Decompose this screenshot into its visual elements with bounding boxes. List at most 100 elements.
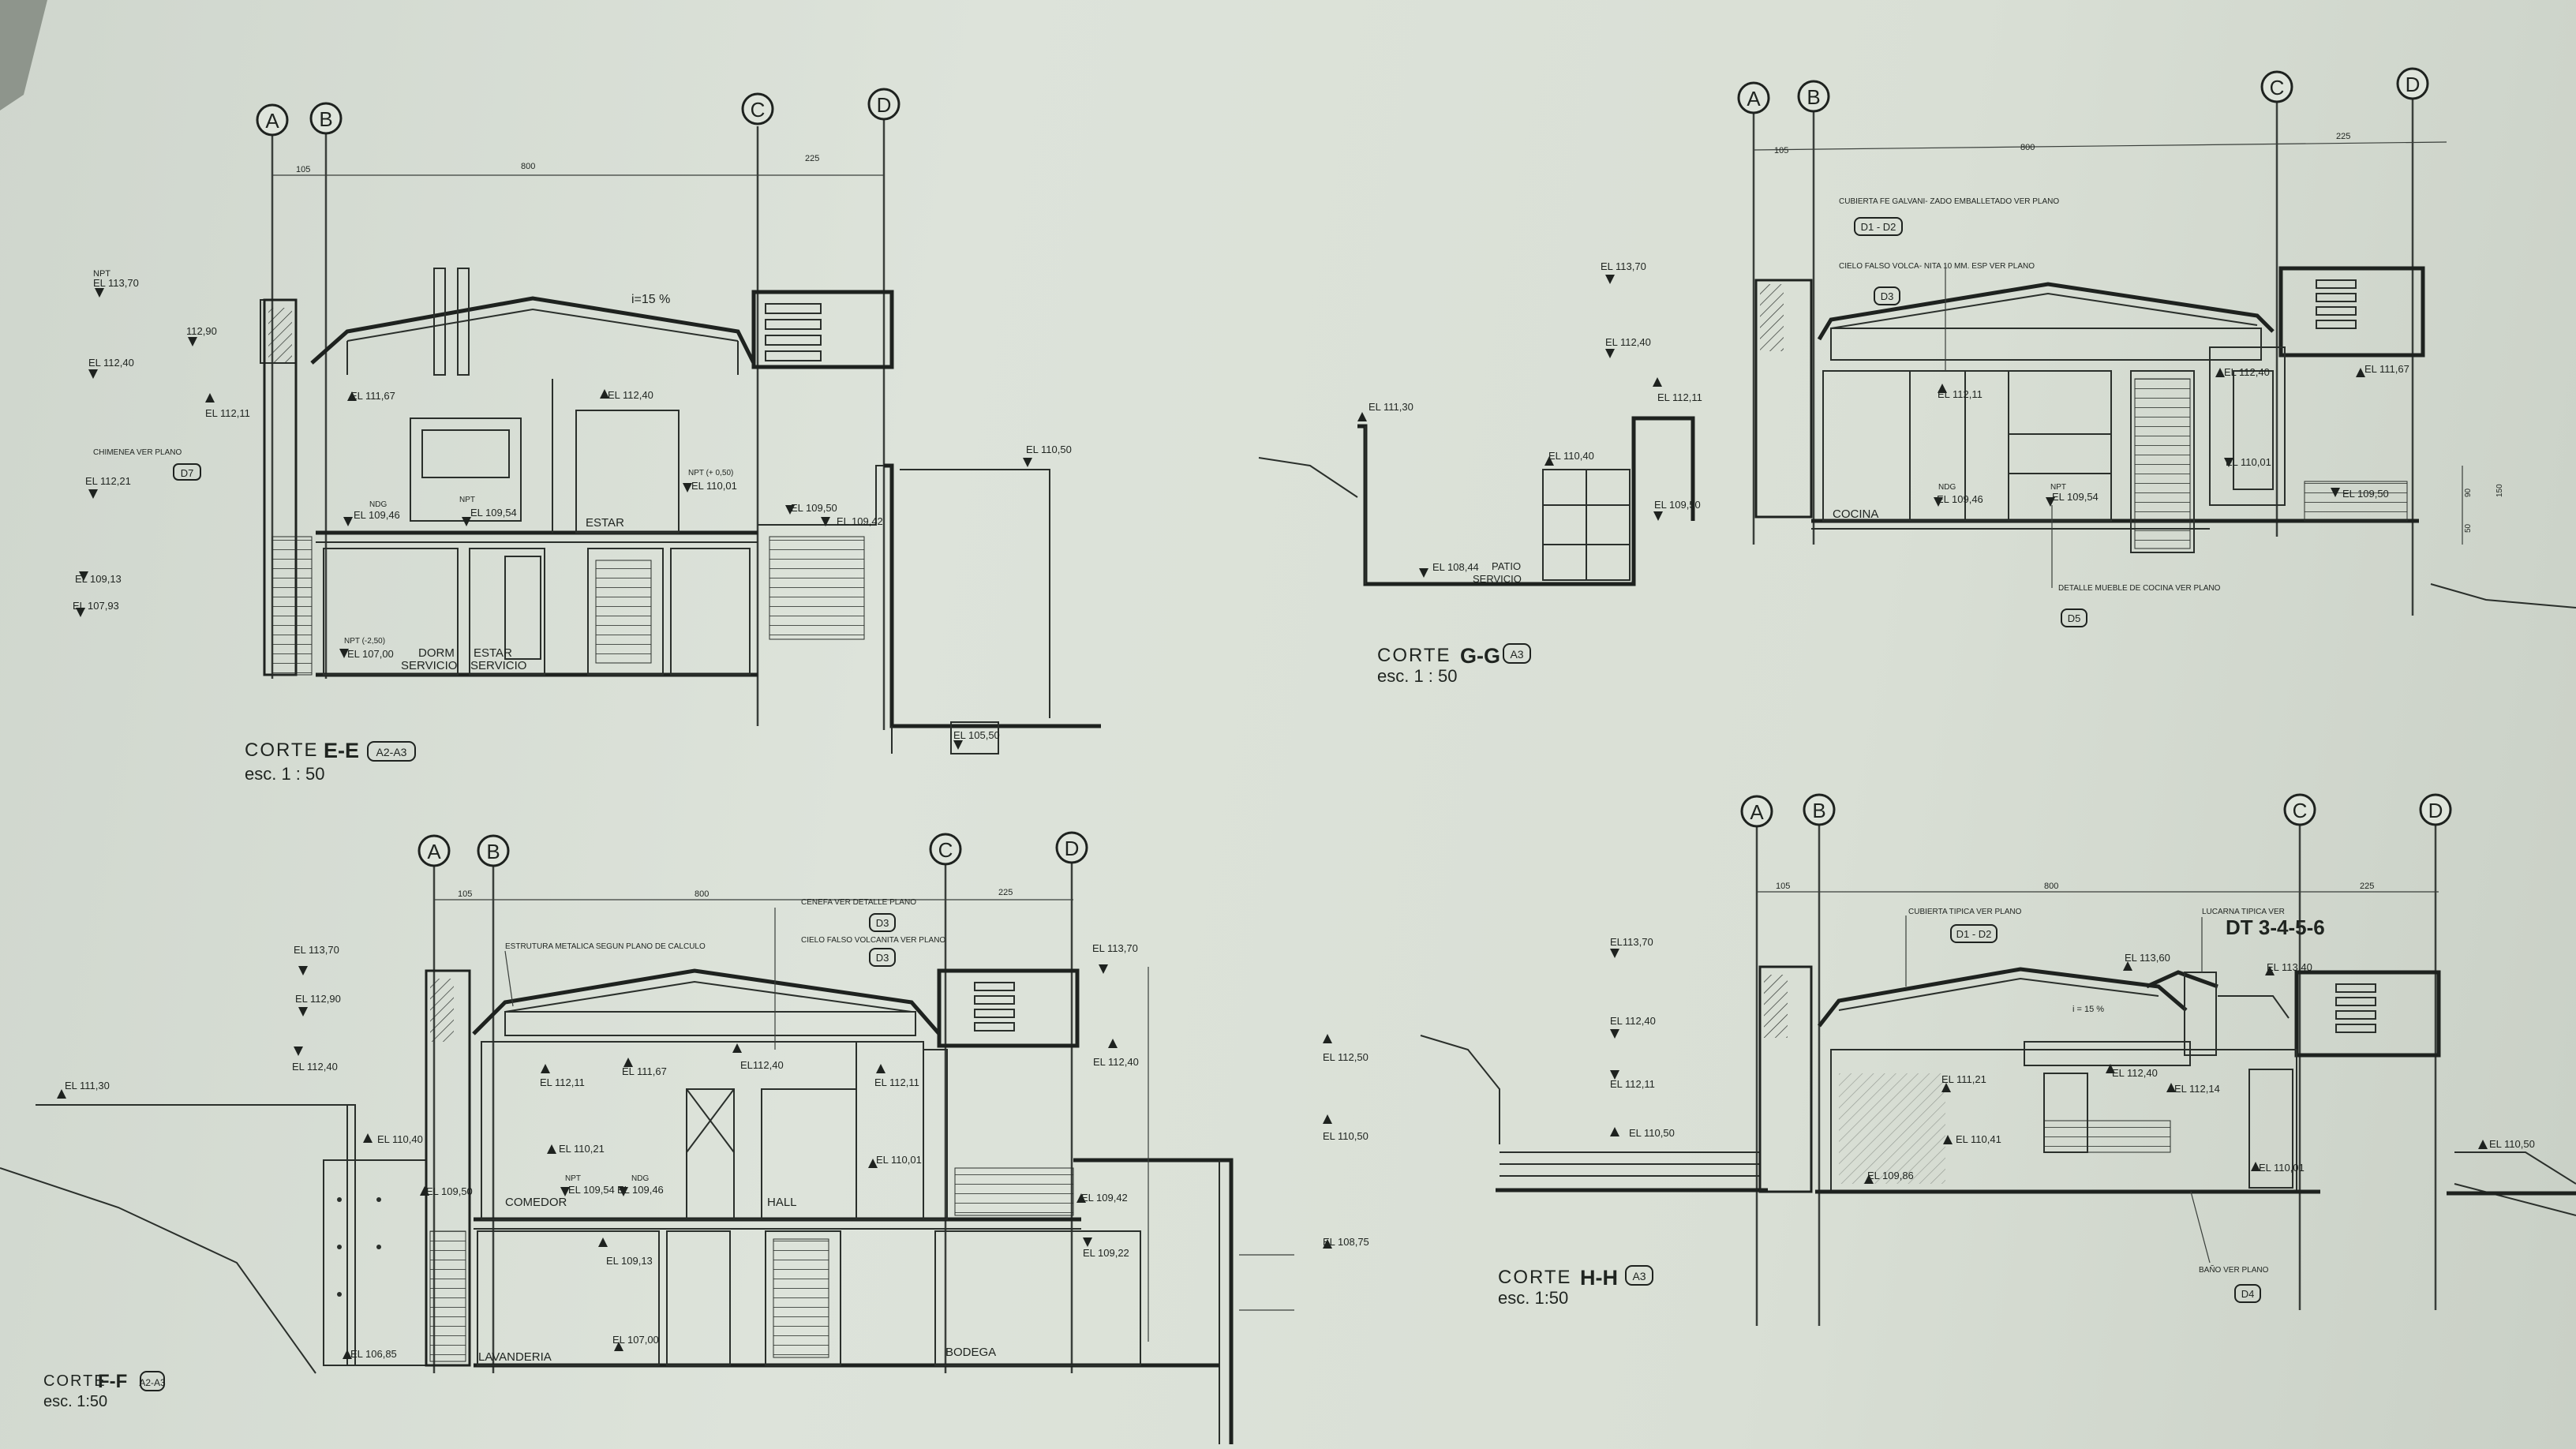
section-title-code: G-G	[1460, 644, 1500, 668]
room-label: LAVANDERIA	[478, 1350, 552, 1364]
level-label: EL 109,50	[791, 502, 837, 514]
level-label: EL 109,22	[1083, 1247, 1129, 1259]
dimension: 800	[2020, 143, 2035, 152]
level-label: EL 110,41	[1956, 1133, 2001, 1145]
section-title-code: E-E	[324, 739, 359, 762]
note-label: CHIMENEA VER PLANO	[93, 448, 182, 457]
grid-label: D	[1065, 837, 1080, 860]
dimension: 90	[2464, 488, 2473, 497]
level-label: EL 113,70	[1092, 942, 1138, 954]
dimension: 105	[1774, 146, 1788, 155]
dimension: 105	[458, 889, 472, 899]
note-label: CUBIERTA TIPICA VER PLANO	[1908, 908, 2022, 916]
section-title-word: CORTE	[1377, 645, 1451, 666]
level-label: EL 111,30	[65, 1080, 110, 1091]
level-label: NPT (+ 0,50)	[688, 469, 733, 477]
grid-bubble-b	[309, 102, 343, 135]
level-label: EL113,70	[1610, 936, 1653, 948]
grid-label: D	[2428, 799, 2443, 822]
level-label: EL 110,40	[1548, 450, 1594, 462]
level-label: EL 109,50	[426, 1185, 473, 1197]
level-label: EL 112,11	[540, 1076, 585, 1088]
level-label: EL 107,93	[73, 600, 119, 612]
level-label: EL 112,11	[205, 407, 250, 419]
level-label: EL 112,40	[608, 389, 653, 401]
scale-label: esc. 1:50	[1498, 1288, 1568, 1308]
level-label: EL 109,54	[568, 1184, 615, 1196]
detail-ref: D7	[181, 467, 194, 479]
section-h-h: A B C D 105 800 225	[1420, 793, 2576, 1326]
level-label: EL 107,00	[347, 648, 394, 660]
level-label: EL 111,67	[2364, 363, 2409, 375]
grid-bubble-c	[741, 92, 774, 125]
level-label: EL 110,01	[876, 1154, 922, 1166]
sheet-ref: A2-A3	[139, 1377, 166, 1388]
level-label: EL 110,50	[1629, 1127, 1675, 1139]
level-label: EL 112,40	[88, 357, 134, 369]
level-label: EL 113,70	[93, 277, 139, 289]
level-label: EL112,40	[740, 1059, 784, 1071]
slope-label: i = 15 %	[2072, 1005, 2104, 1014]
room-label: COMEDOR	[505, 1196, 567, 1209]
note-label: LUCARNA TIPICA VER	[2202, 908, 2285, 916]
room-label: COCINA	[1833, 507, 1878, 521]
level-label: EL 113,70	[1601, 260, 1646, 272]
level-label: EL 109,50	[1654, 499, 1701, 511]
grid-label: A	[1750, 800, 1764, 824]
level-label: EL 113,40	[2267, 961, 2312, 973]
grid-label: C	[2293, 799, 2308, 822]
sheet-ref: A2-A3	[376, 746, 407, 758]
sheet-ref: A3	[1632, 1270, 1646, 1282]
grid-bubble-a	[256, 103, 289, 137]
note-label: CIELO FALSO VOLCA- NITA 10 MM. ESP VER P…	[1839, 262, 2035, 271]
grid-bubble-d	[867, 88, 900, 121]
note-label: ESTRUTURA METALICA SEGUN PLANO DE CALCUL…	[505, 942, 706, 951]
note-label: BAÑO VER PLANO	[2199, 1264, 2269, 1275]
level-label: EL 112,14	[2174, 1083, 2220, 1095]
note-label: CUBIERTA FE GALVANI- ZADO EMBALLETADO VE…	[1839, 197, 2059, 206]
level-label: EL 109,86	[1867, 1170, 1914, 1181]
note-label: CIELO FALSO VOLCANITA VER PLANO	[801, 936, 945, 945]
level-label: EL 112,11	[1938, 388, 1983, 400]
section-f-f: A B C D 105 800 225	[0, 831, 1369, 1444]
level-label: EL 110,50	[2489, 1138, 2535, 1150]
level-label: EL 111,30	[1368, 401, 1413, 413]
section-title-code: F-F	[98, 1371, 127, 1392]
detail-ref: D5	[2068, 612, 2081, 624]
level-label: NPT	[459, 496, 475, 504]
level-label: NPT	[2050, 483, 2066, 492]
detail-ref: D3	[1881, 290, 1894, 302]
grid-label: C	[751, 98, 766, 122]
level-label: EL 112,40	[2112, 1067, 2158, 1079]
scale-label: esc. 1:50	[43, 1393, 107, 1410]
grid-label: C	[938, 838, 953, 862]
dimension: 50	[2464, 523, 2473, 533]
level-label: EL 109,46	[354, 509, 400, 521]
level-label: NDG	[631, 1174, 649, 1183]
dimension: 150	[2496, 484, 2504, 497]
level-label: EL 107,00	[612, 1334, 659, 1346]
level-label: EL 113,60	[2125, 952, 2170, 964]
level-label: EL 112,40	[1093, 1056, 1139, 1068]
level-label: EL 112,21	[85, 475, 131, 487]
section-g-g: A B C D 105 800 225	[1258, 67, 2576, 686]
dimension: 105	[1776, 882, 1790, 891]
grid-label: A	[1747, 87, 1761, 110]
detail-ref: D3	[876, 917, 889, 929]
detail-ref: D4	[2241, 1288, 2255, 1300]
level-label: EL 111,67	[350, 390, 395, 402]
section-title-word: CORTE	[43, 1372, 107, 1390]
section-e-e: A B C D 105 800 225	[73, 88, 1101, 784]
section-title-word: CORTE	[1498, 1267, 1572, 1288]
level-label: NPT	[93, 269, 110, 279]
detail-callout: DT 3-4-5-6	[2226, 915, 2325, 939]
grid-label: B	[1812, 799, 1825, 822]
dimension: 800	[2044, 882, 2058, 891]
dimension: 225	[2360, 882, 2374, 891]
grid-label: A	[265, 109, 279, 133]
level-label: EL 109,42	[837, 515, 883, 527]
level-label: EL 109,42	[1081, 1192, 1128, 1204]
dimension: 800	[695, 889, 709, 899]
grid-label: B	[486, 840, 500, 863]
